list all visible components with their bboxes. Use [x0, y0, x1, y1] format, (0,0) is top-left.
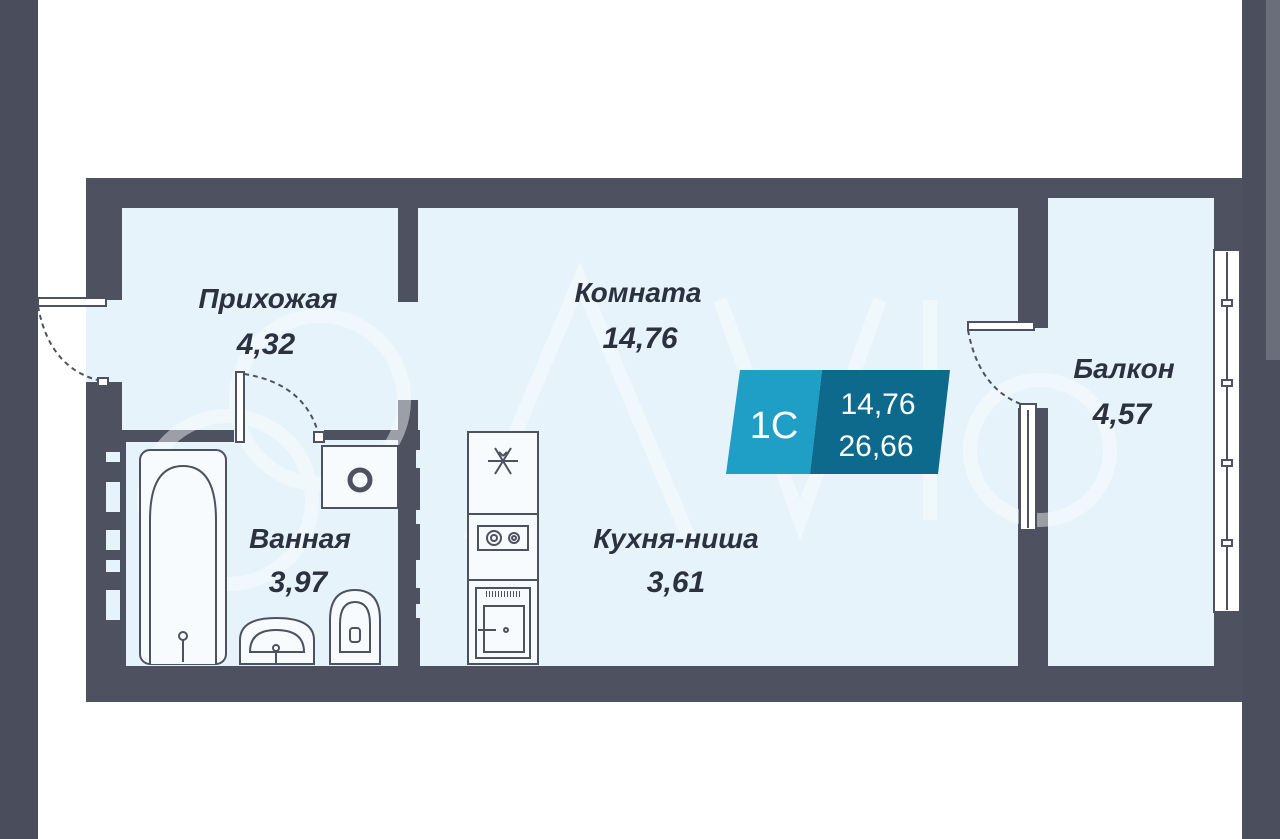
apartment-badge: 1С 14,76 26,66 [726, 370, 950, 474]
toilet-icon [329, 588, 381, 665]
badge-right-panel [810, 370, 950, 474]
interior-walls [86, 208, 1048, 666]
balcony-area: 4,57 [1092, 398, 1153, 431]
balcony-floor [1048, 198, 1214, 666]
hallway-door-gap [86, 300, 126, 382]
sink-counter [467, 579, 539, 665]
balcony-door-gap [1016, 328, 1052, 408]
bathtub-icon [139, 449, 227, 665]
badge-living-area: 14,76 [840, 388, 915, 421]
bathroom-name: Ванная [249, 523, 351, 554]
room-area: 14,76 [602, 322, 677, 355]
doorway-hall-room [396, 302, 420, 400]
hallway-name: Прихожая [199, 283, 338, 314]
fridge [467, 431, 539, 515]
wall-room-balcony [1018, 208, 1048, 318]
wall-hall-room [398, 208, 418, 302]
hallway-area: 4,32 [236, 328, 296, 361]
washbasin-icon [239, 616, 315, 665]
balcony-door [967, 321, 1037, 531]
entrance-door [37, 297, 109, 387]
bathroom-door [235, 371, 325, 443]
bathroom-area: 3,97 [269, 566, 329, 599]
kitchen-sink-icon [475, 587, 531, 659]
kitchen-name: Кухня-ниша [593, 523, 759, 554]
washing-machine-icon [321, 445, 399, 509]
room-name: Комната [575, 277, 702, 308]
wall-bath-kitchen [398, 430, 420, 666]
balcony-window [1213, 249, 1241, 613]
stove-icon [477, 525, 529, 551]
bath-door-gap [234, 428, 324, 444]
bath-outer-wall [86, 440, 126, 666]
wall-slits [106, 450, 448, 620]
balcony-name: Балкон [1073, 353, 1174, 384]
badge-total-area: 26,66 [838, 430, 913, 463]
scrollbar-thumb[interactable] [1266, 0, 1280, 360]
wall-hall-bath [122, 430, 234, 442]
snowflake-icon [488, 447, 518, 475]
hallway-floor [122, 208, 398, 430]
badge-left-panel [726, 370, 822, 474]
kitchen-area: 3,61 [647, 566, 705, 599]
badge-type: 1С [750, 405, 799, 447]
